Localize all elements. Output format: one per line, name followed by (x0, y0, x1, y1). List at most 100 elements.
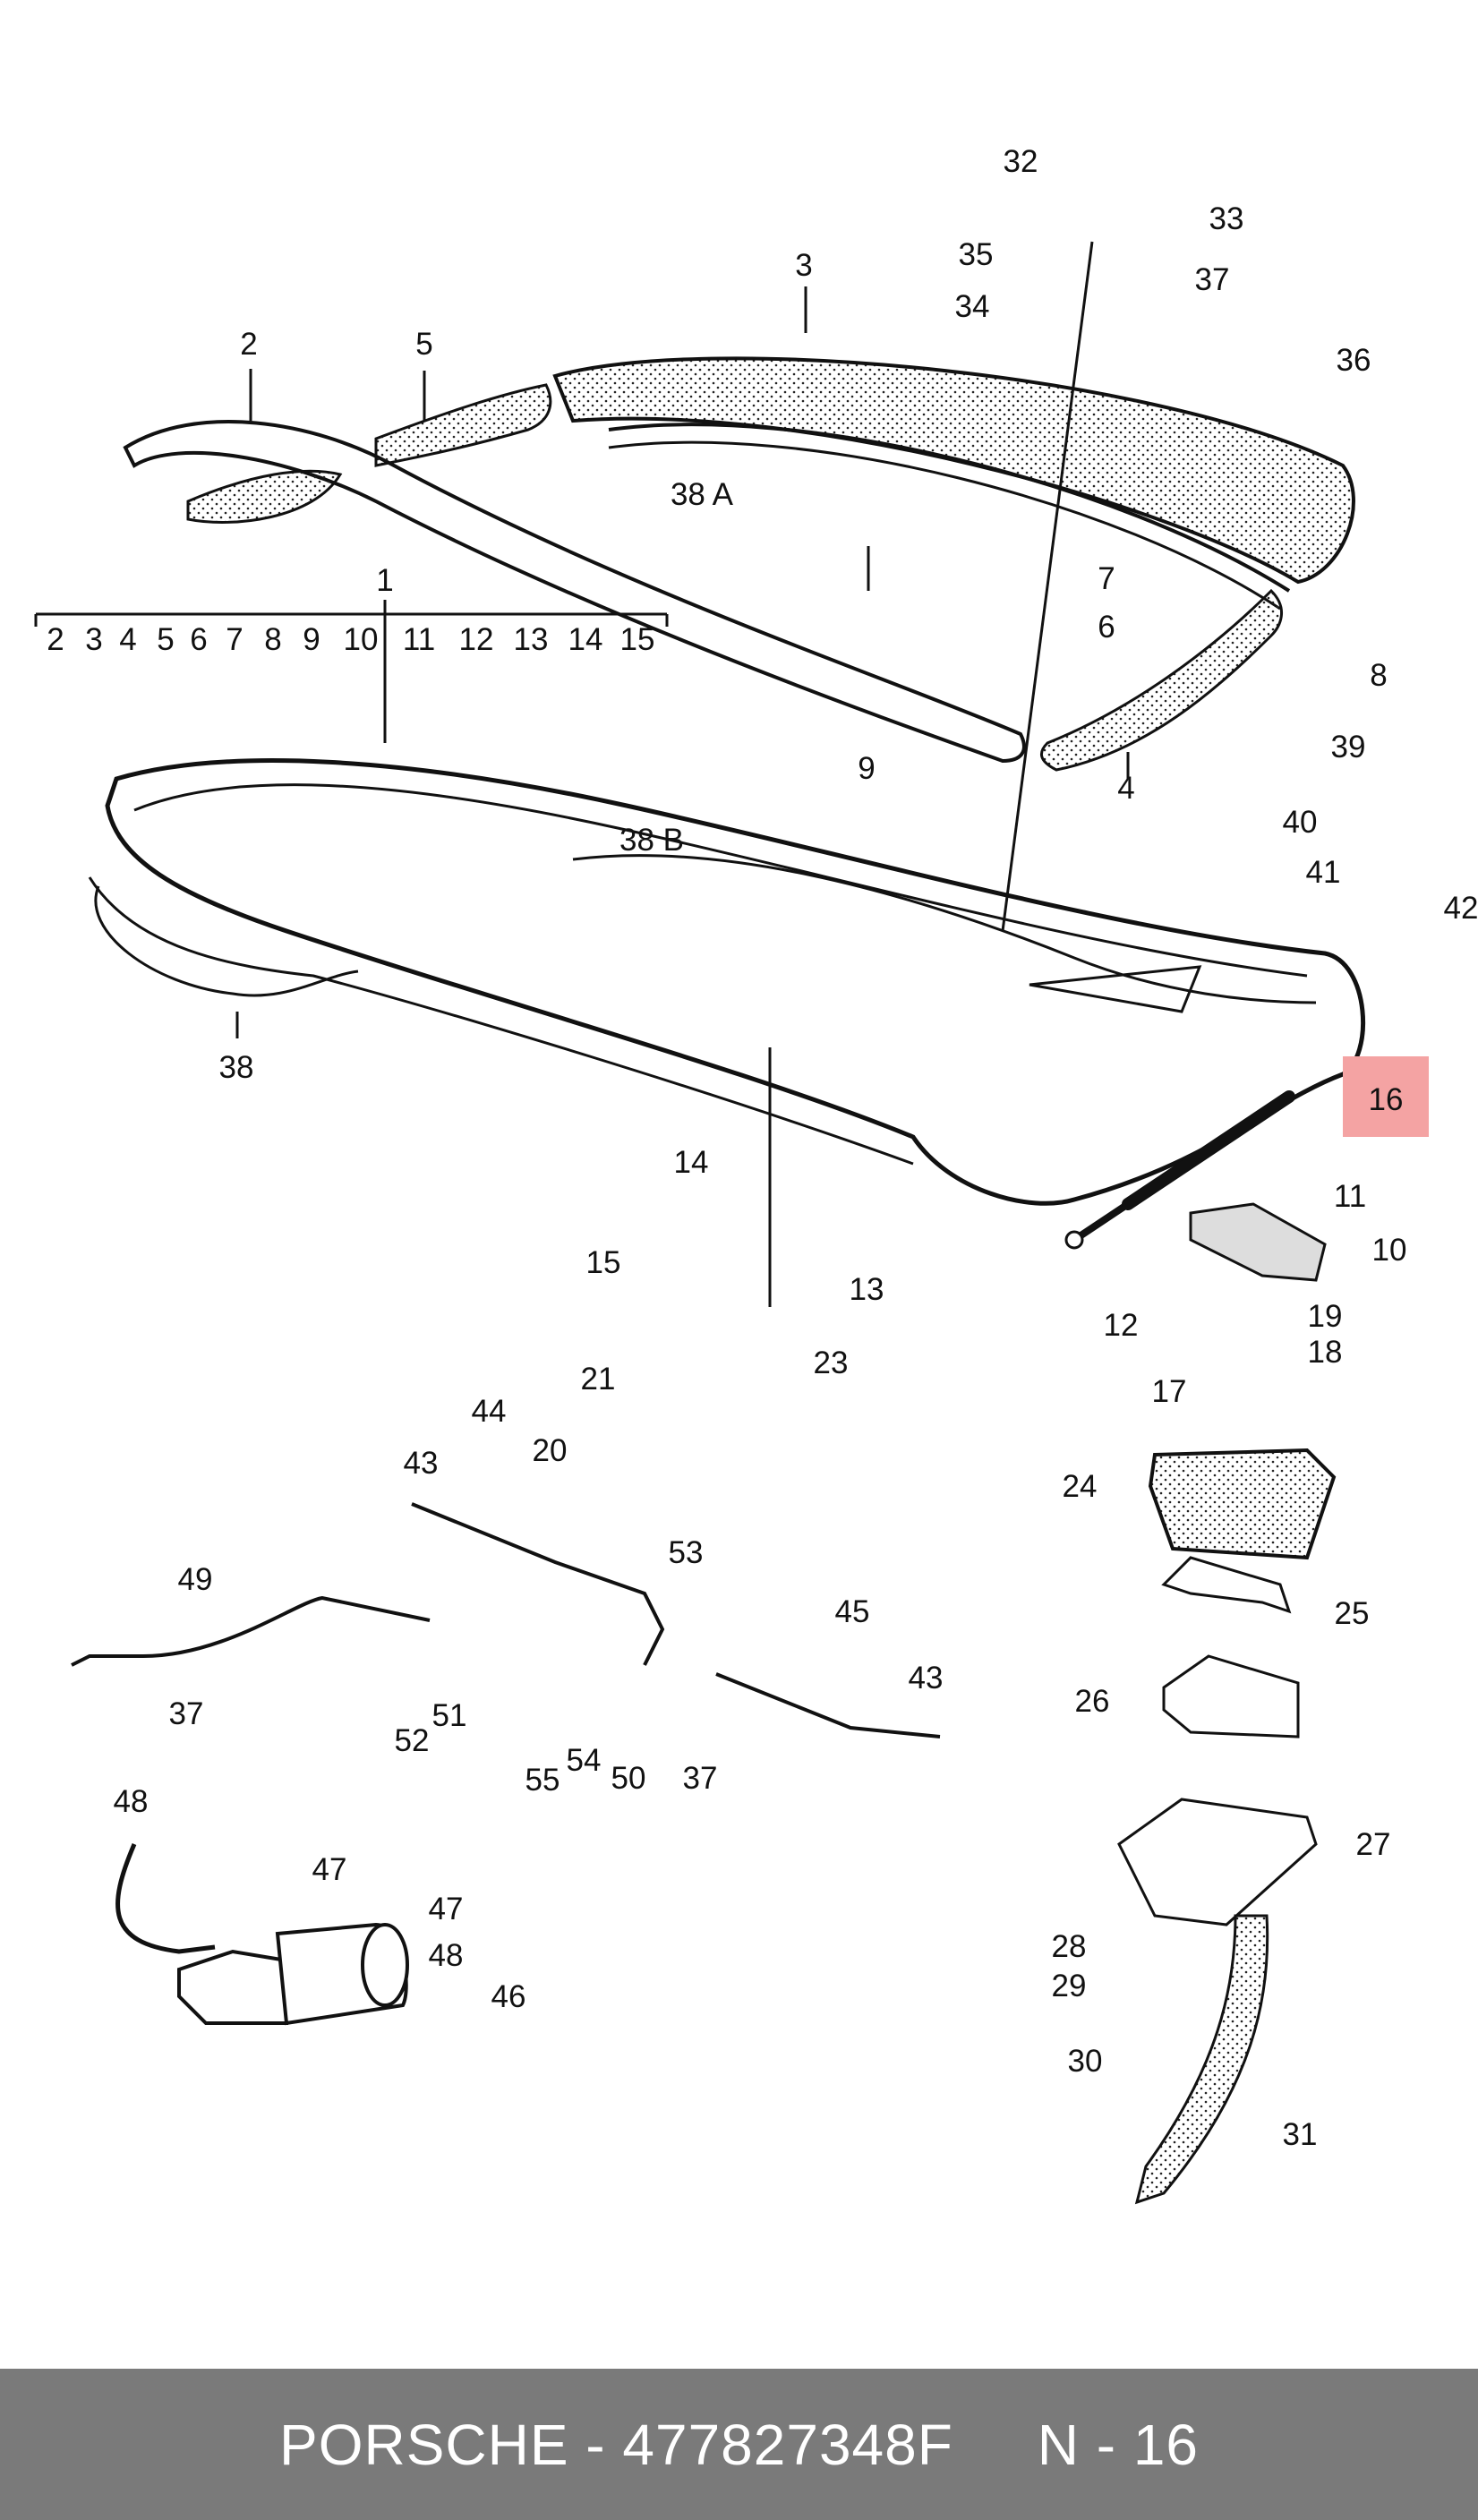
scale-number: 15 (620, 622, 655, 657)
part-label: 39 (1331, 730, 1366, 765)
part-label: 40 (1283, 805, 1318, 840)
part-label: 45 (835, 1594, 870, 1629)
part-label: 55 (525, 1763, 560, 1798)
part-label: 38 B (619, 823, 684, 858)
scale-numbers: 2 3 4 5 6 7 8 9 10 11 12 13 14 15 (47, 622, 654, 657)
footer-bar: PORSCHE - 477827348F N - 16 (0, 2369, 1478, 2520)
part-label: 47 (312, 1852, 347, 1887)
part-label: 26 (1075, 1684, 1110, 1719)
scale-number: 8 (264, 622, 281, 657)
trunk-lid-drawing (88, 758, 1365, 1206)
part-label: 44 (472, 1394, 507, 1429)
part-label: 9 (858, 751, 875, 786)
side-seal-drawing (123, 383, 1026, 764)
part-label: 31 (1283, 2117, 1318, 2152)
part-label: 46 (491, 1979, 526, 2014)
part-label: 30 (1068, 2044, 1103, 2079)
scale-number: 10 (344, 622, 379, 657)
release-cable-drawing (71, 1502, 941, 1738)
part-label: 49 (178, 1562, 213, 1597)
part-label: 41 (1306, 855, 1341, 890)
part-label: 4 (1117, 771, 1134, 806)
part-label: 27 (1356, 1827, 1391, 1862)
hose-drawing (1134, 1914, 1269, 2205)
footer-caption: PORSCHE - 477827348F N - 16 (279, 2412, 1199, 2478)
brand-name: PORSCHE (279, 2412, 569, 2477)
scale-number: 3 (85, 622, 102, 657)
part-label: 53 (669, 1535, 704, 1570)
part-label: 3 (795, 248, 812, 283)
motor-drawing (115, 1843, 409, 2026)
part-label: 28 (1052, 1929, 1087, 1964)
part-label: 32 (1004, 144, 1038, 179)
scale-number: 12 (459, 622, 494, 657)
part-label: 19 (1308, 1299, 1343, 1334)
upper-seal-drawing (552, 356, 1355, 611)
part-label: 29 (1052, 1969, 1087, 2003)
part-label: 20 (533, 1433, 568, 1468)
part-label: 54 (567, 1743, 602, 1778)
part-labels: 1 2 3 4 5 6 7 8 9 10 11 12 13 14 15 16 1… (114, 144, 1478, 2152)
part-label: 52 (395, 1723, 430, 1758)
leader-lines (235, 241, 1370, 1307)
part-label: 16 (1369, 1082, 1404, 1117)
scale-number: 9 (303, 622, 320, 657)
diagram-position: N - 16 (1037, 2412, 1199, 2477)
bumper-drawing (1148, 1448, 1337, 1560)
scale-number: 14 (568, 622, 603, 657)
part-label: 35 (959, 237, 994, 272)
scale-number: 7 (226, 622, 243, 657)
scale-number: 11 (403, 622, 435, 657)
scale-number: 5 (157, 622, 174, 657)
part-label: 11 (1334, 1179, 1366, 1214)
highlight-box (1343, 1056, 1429, 1137)
part-label: 7 (1098, 561, 1115, 596)
scale-bracket (34, 612, 669, 627)
latch-drawing (1162, 1654, 1300, 1738)
separator: - (568, 2412, 623, 2477)
part-label: 42 (1444, 891, 1478, 926)
plate-drawing (1117, 1798, 1318, 1926)
part-label: 21 (581, 1362, 616, 1397)
part-label: 12 (1104, 1308, 1139, 1343)
scale-number: 6 (190, 622, 207, 657)
part-label: 6 (1098, 610, 1115, 645)
scale-number: 2 (47, 622, 64, 657)
part-label: 37 (169, 1696, 204, 1731)
part-label: 37 (683, 1761, 718, 1796)
part-label: 10 (1372, 1233, 1407, 1268)
part-label: 13 (850, 1272, 884, 1307)
part-label: 47 (429, 1892, 464, 1926)
part-label: 1 (376, 563, 393, 598)
part-label: 36 (1337, 343, 1371, 378)
part-label: 5 (415, 327, 432, 362)
part-number: 477827348F (622, 2412, 953, 2477)
part-label: 37 (1195, 262, 1230, 297)
hinge-drawing (1189, 1202, 1327, 1282)
part-label: 15 (586, 1245, 621, 1280)
part-label: 38 (219, 1050, 254, 1085)
seal-cable-drawing (94, 885, 359, 997)
scale-number: 13 (514, 622, 549, 657)
part-label: 18 (1308, 1335, 1343, 1370)
bracket-25-drawing (1161, 1556, 1292, 1614)
part-label: 23 (814, 1345, 849, 1380)
part-label: 25 (1335, 1596, 1370, 1631)
part-label: 50 (611, 1761, 646, 1796)
part-label: 14 (674, 1145, 709, 1180)
part-label: 34 (955, 289, 990, 324)
footer-gap (953, 2413, 1038, 2477)
seal-piece-4-drawing (1039, 588, 1284, 772)
part-label: 43 (404, 1446, 439, 1481)
scale-number: 4 (119, 622, 136, 657)
gas-strut-drawing (1064, 1090, 1295, 1250)
part-label: 24 (1063, 1469, 1098, 1504)
part-label: 43 (909, 1661, 944, 1696)
part-label: 2 (240, 327, 257, 362)
part-label: 48 (429, 1938, 464, 1973)
part-label: 48 (114, 1784, 149, 1819)
part-label: 8 (1370, 658, 1387, 693)
part-label: 38 A (671, 477, 734, 512)
part-label: 51 (432, 1698, 467, 1733)
part-label: 17 (1152, 1374, 1187, 1409)
